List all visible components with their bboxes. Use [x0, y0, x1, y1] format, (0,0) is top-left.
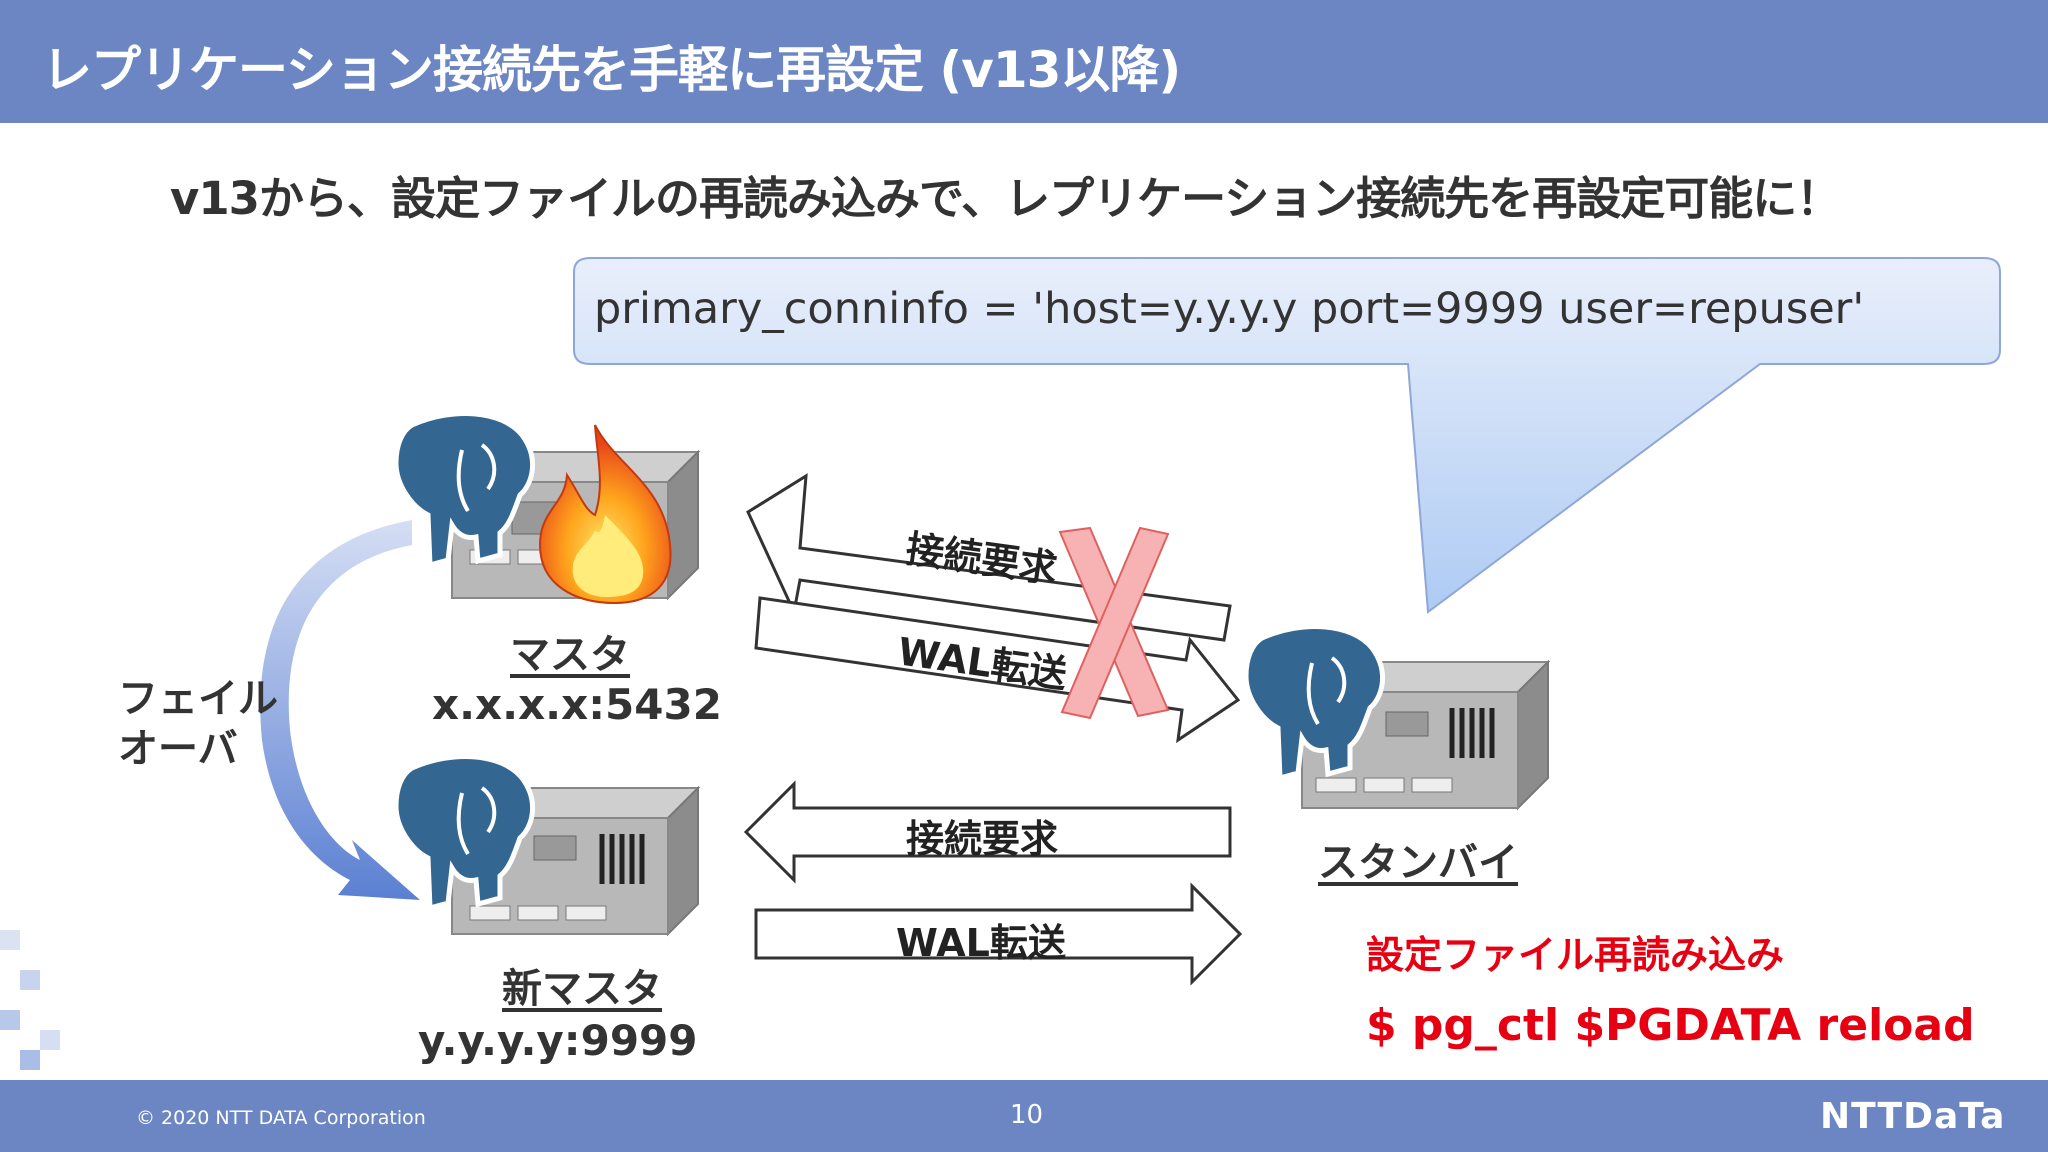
- reload-command: $ pg_ctl $PGDATA reload: [1366, 1000, 1975, 1051]
- arrow-conn-bottom-label: 接続要求: [906, 817, 1059, 861]
- ntt-data-logo: NTTDaTa: [1820, 1096, 2006, 1137]
- arrow-wal-bottom: [754, 882, 1243, 986]
- arrow-conn-request-bottom: [743, 780, 1232, 884]
- slide-subtitle: v13から、設定ファイルの再読み込みで、レプリケーション接続先を再設定可能に！: [170, 172, 1841, 225]
- title-bar: [0, 0, 2048, 123]
- cross-icon: [1058, 526, 1170, 720]
- fire-icon: [538, 424, 672, 605]
- master-label: マスタ: [510, 632, 630, 678]
- page-number: 10: [1010, 1100, 1044, 1130]
- slide-title: レプリケーション接続先を手軽に再設定 (v13以降): [42, 41, 1181, 99]
- arrow-wal-top: [754, 596, 1241, 744]
- failover-label-2: オーバ: [118, 726, 238, 772]
- postgres-elephant-icon: [1243, 624, 1386, 782]
- footer-bar: [0, 1080, 2048, 1152]
- postgres-elephant-icon: [393, 411, 536, 569]
- copyright-text: © 2020 NTT DATA Corporation: [136, 1107, 426, 1129]
- callout-text: primary_conninfo = 'host=y.y.y.y port=99…: [594, 284, 1865, 334]
- new-master-address: y.y.y.y:9999: [418, 1016, 698, 1065]
- failover-arrow: [260, 520, 420, 900]
- master-address: x.x.x.x:5432: [432, 680, 722, 729]
- failover-label-1: フェイル: [118, 676, 278, 722]
- reload-label: 設定ファイル再読み込み: [1366, 933, 1785, 977]
- callout-bubble: [573, 257, 2001, 614]
- postgres-elephant-icon: [393, 754, 536, 912]
- standby-label: スタンバイ: [1318, 840, 1518, 886]
- arrow-wal-bottom-label: WAL転送: [896, 921, 1066, 965]
- new-master-label: 新マスタ: [502, 966, 662, 1012]
